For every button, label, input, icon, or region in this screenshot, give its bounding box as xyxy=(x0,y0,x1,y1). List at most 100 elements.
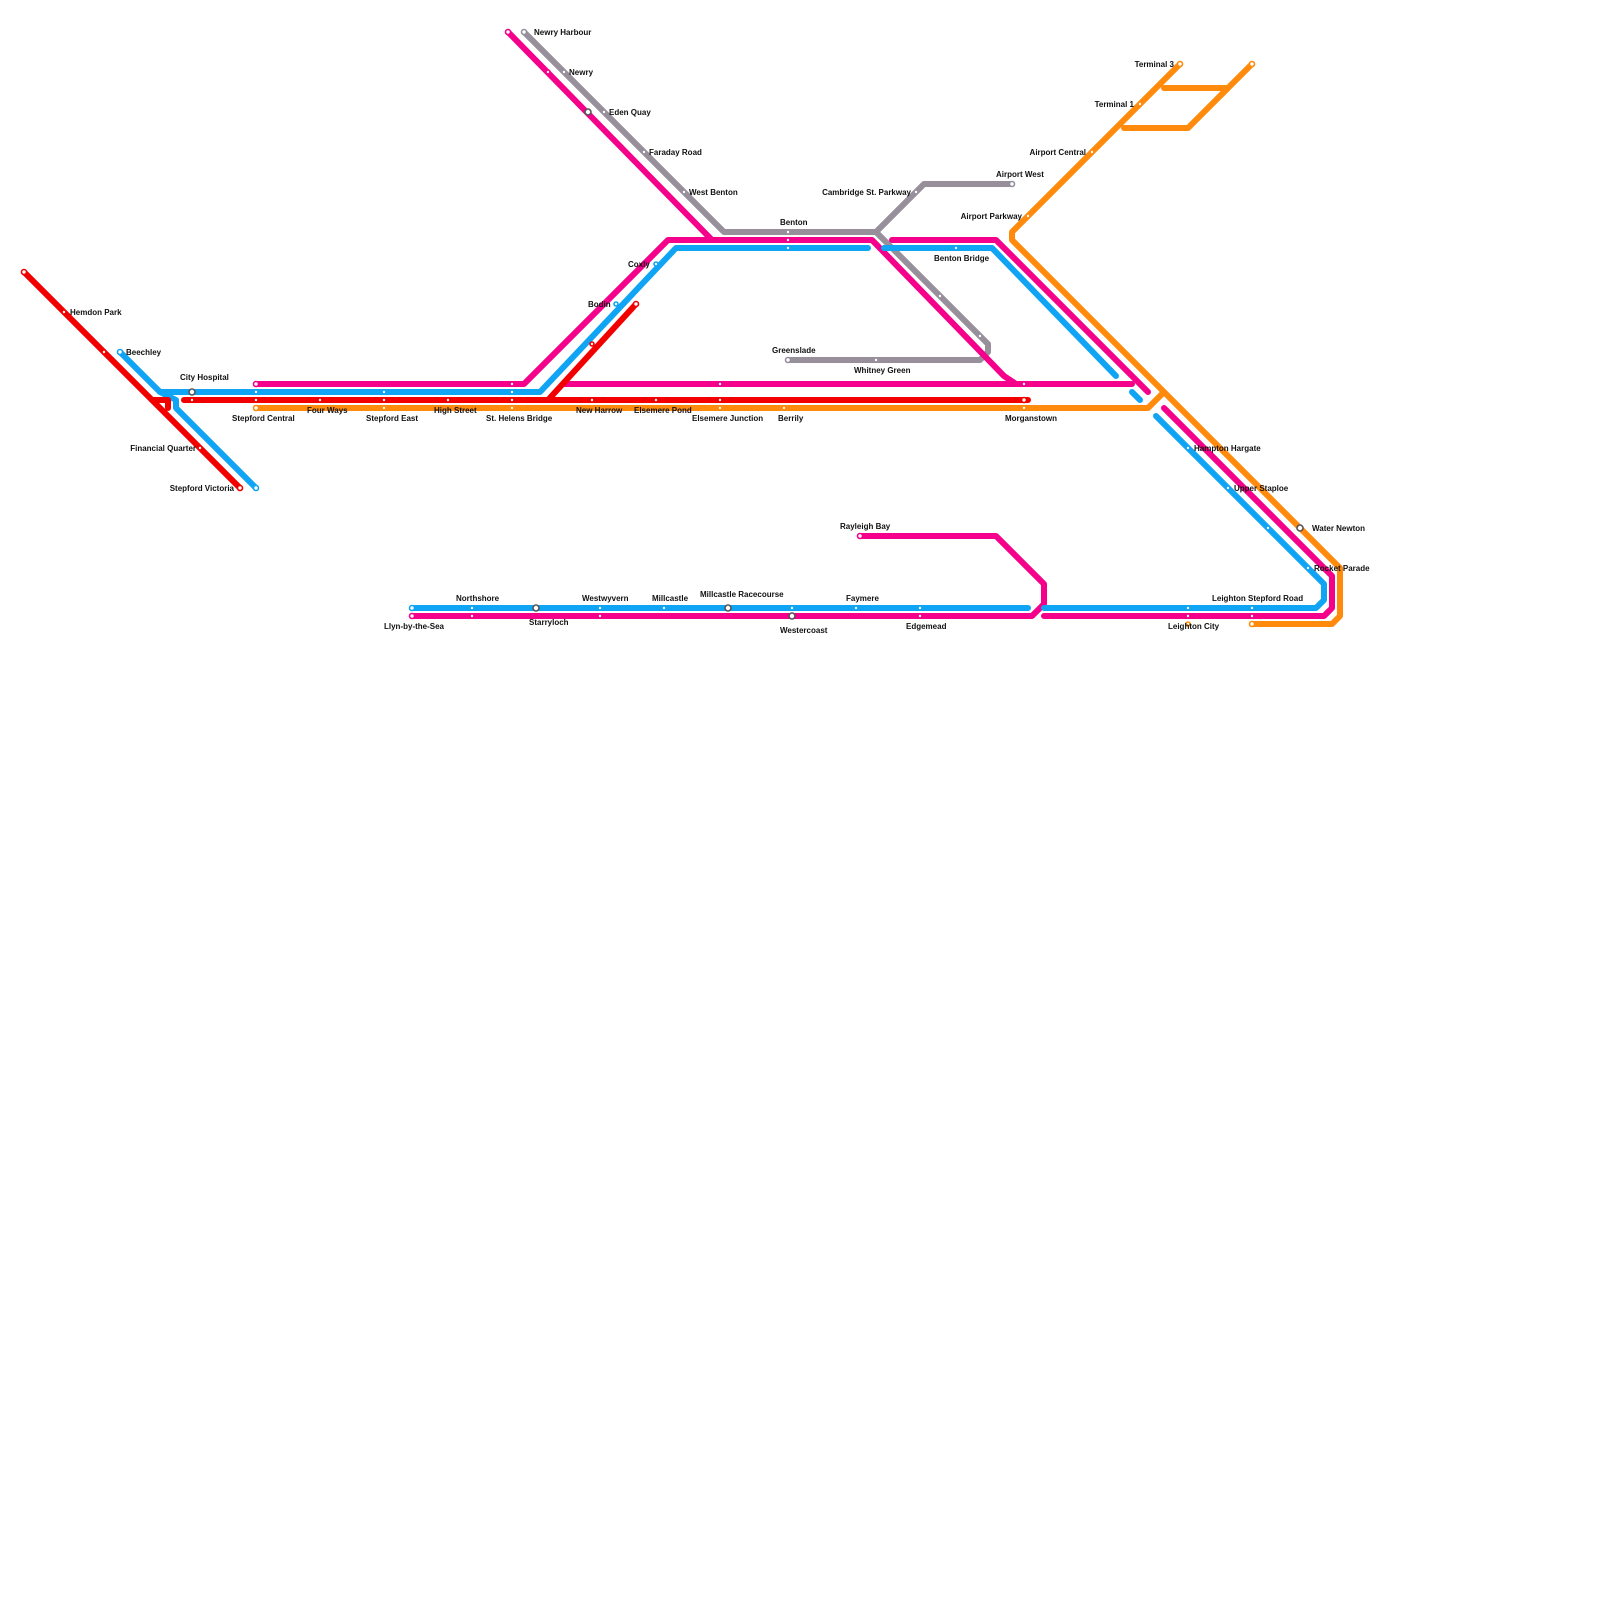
station-label: Newry xyxy=(569,68,594,77)
orange-line-airport-branch xyxy=(1009,61,1343,627)
station-upper-staploe[interactable]: Upper Staploe xyxy=(1225,484,1289,493)
station-millcastle[interactable]: Millcastle xyxy=(652,594,689,611)
station-high-street[interactable]: High Street xyxy=(434,397,477,415)
station-label: Edgemead xyxy=(906,622,947,631)
station-label: Hemdon Park xyxy=(70,308,122,317)
station-westwyvern[interactable]: Westwyvern xyxy=(582,594,629,619)
grey-line-greenslade-branch xyxy=(785,229,991,363)
station-label: Leighton City xyxy=(1168,622,1220,631)
station-label: Rocket Parade xyxy=(1314,564,1370,573)
station-elsemere-pond[interactable]: Elsemere Pond xyxy=(634,397,692,415)
station-west-benton[interactable]: West Benton xyxy=(681,188,738,197)
station-label: West Benton xyxy=(689,188,738,197)
station-airport-parkway[interactable]: Airport Parkway xyxy=(961,212,1031,221)
station-llyn-by-the-sea[interactable]: Llyn-by-the-Sea xyxy=(384,604,445,632)
station-morganstown[interactable]: Morganstown xyxy=(1005,381,1057,423)
station-label: Berrily xyxy=(778,414,804,423)
station-label: Benton Bridge xyxy=(934,254,990,263)
station-faraday-road[interactable]: Faraday Road xyxy=(641,148,702,157)
grey-line-airport-west-branch xyxy=(873,181,1015,235)
station-millcastle-racecourse[interactable]: Millcastle Racecourse xyxy=(700,590,784,612)
station-benton[interactable]: Benton xyxy=(780,218,808,251)
route-lines xyxy=(21,29,1343,627)
station-stepford-victoria[interactable]: Stepford Victoria xyxy=(170,484,260,493)
station-cambridge-st-parkway[interactable]: Cambridge St. Parkway xyxy=(822,188,919,197)
station-label: Upper Staploe xyxy=(1234,484,1289,493)
station-coxly[interactable]: Coxly xyxy=(628,260,659,269)
station-label: Four Ways xyxy=(307,406,348,415)
red-line-hemdon-branch xyxy=(21,269,243,491)
station-financial-quarter[interactable]: Financial Quarter xyxy=(130,444,203,453)
station-airport-west[interactable]: Airport West xyxy=(996,170,1044,188)
station-greenslade[interactable]: Greenslade xyxy=(772,346,816,364)
station-label: Elsemere Junction xyxy=(692,414,763,423)
station-edgemead[interactable]: Edgemead xyxy=(906,605,947,631)
station-marker[interactable] xyxy=(977,333,983,339)
station-label: Newry Harbour xyxy=(534,28,591,37)
station-rayleigh-bay[interactable]: Rayleigh Bay xyxy=(840,522,891,540)
station-rocket-parade[interactable]: Rocket Parade xyxy=(1305,564,1370,573)
station-label: Coxly xyxy=(628,260,650,269)
blue-line-benton-bridge-branch xyxy=(881,245,1119,379)
station-marker[interactable] xyxy=(101,349,107,355)
station-water-newton[interactable]: Water Newton xyxy=(1296,524,1365,533)
station-leighton-city[interactable]: Leighton City xyxy=(1168,605,1220,631)
station-faymere[interactable]: Faymere xyxy=(846,594,879,611)
station-beechley[interactable]: Beechley xyxy=(116,348,162,357)
station-eden-quay[interactable]: Eden Quay xyxy=(584,108,651,117)
station-label: Whitney Green xyxy=(854,366,911,375)
station-marker[interactable] xyxy=(1265,525,1271,531)
blue-line-stepford-branch xyxy=(157,389,259,491)
station-newry[interactable]: Newry xyxy=(545,68,594,77)
station-bodin[interactable]: Bodin xyxy=(588,300,640,347)
station-terminal-1[interactable]: Terminal 1 xyxy=(1095,100,1143,109)
station-label: Greenslade xyxy=(772,346,816,355)
station-st-helens-bridge[interactable]: St. Helens Bridge xyxy=(486,381,553,423)
orange-line-terminal-loop xyxy=(1121,85,1231,131)
blue-line-beechley-branch xyxy=(117,245,871,395)
station-label: Stepford Central xyxy=(232,414,295,423)
station-label: Beechley xyxy=(126,348,162,357)
red-line-spur xyxy=(149,397,171,411)
station-label: Millcastle Racecourse xyxy=(700,590,784,599)
station-label: High Street xyxy=(434,406,477,415)
station-label: St. Helens Bridge xyxy=(486,414,553,423)
magenta-line-coastal xyxy=(409,533,1047,619)
station-label: Llyn-by-the-Sea xyxy=(384,622,445,631)
station-four-ways[interactable]: Four Ways xyxy=(307,397,348,415)
station-terminal-3[interactable]: Terminal 3 xyxy=(1135,60,1184,69)
station-label: Starryloch xyxy=(529,618,569,627)
station-benton-bridge[interactable]: Benton Bridge xyxy=(934,245,990,263)
station-label: City Hospital xyxy=(180,373,229,382)
station-berrily[interactable]: Berrily xyxy=(778,405,804,423)
station-label: Terminal 3 xyxy=(1135,60,1175,69)
station-label: Faraday Road xyxy=(649,148,702,157)
station-city-hospital[interactable]: City Hospital xyxy=(180,373,229,403)
station-label: Airport West xyxy=(996,170,1044,179)
terminus-marker[interactable] xyxy=(1248,60,1256,68)
station-whitney-green[interactable]: Whitney Green xyxy=(854,357,911,375)
terminus-marker[interactable] xyxy=(20,268,28,276)
station-label: Airport Central xyxy=(1030,148,1086,157)
station-marker[interactable] xyxy=(937,293,943,299)
station-stepford-east[interactable]: Stepford East xyxy=(366,389,418,423)
station-newry-harbour[interactable]: Newry Harbour xyxy=(504,28,592,37)
station-hemdon-park[interactable]: Hemdon Park xyxy=(61,308,122,317)
station-hampton-hargate[interactable]: Hampton Hargate xyxy=(1185,444,1261,453)
magenta-line-benton-bridge-branch xyxy=(889,237,1151,395)
station-new-harrow[interactable]: New Harrow xyxy=(576,397,623,415)
station-label: Cambridge St. Parkway xyxy=(822,188,911,197)
station-westercoast[interactable]: Westercoast xyxy=(780,605,828,635)
station-northshore[interactable]: Northshore xyxy=(456,594,500,619)
station-airport-central[interactable]: Airport Central xyxy=(1030,148,1095,157)
station-label: Airport Parkway xyxy=(961,212,1023,221)
orange-line-terminal-spur xyxy=(1217,61,1255,99)
station-label: Rayleigh Bay xyxy=(840,522,891,531)
station-label: Westercoast xyxy=(780,626,828,635)
station-elsemere-junction[interactable]: Elsemere Junction xyxy=(692,381,763,423)
station-leighton-stepford-road[interactable]: Leighton Stepford Road xyxy=(1212,594,1303,628)
station-starryloch[interactable]: Starryloch xyxy=(529,604,569,627)
station-label: Westwyvern xyxy=(582,594,629,603)
station-stepford-central[interactable]: Stepford Central xyxy=(232,380,295,424)
